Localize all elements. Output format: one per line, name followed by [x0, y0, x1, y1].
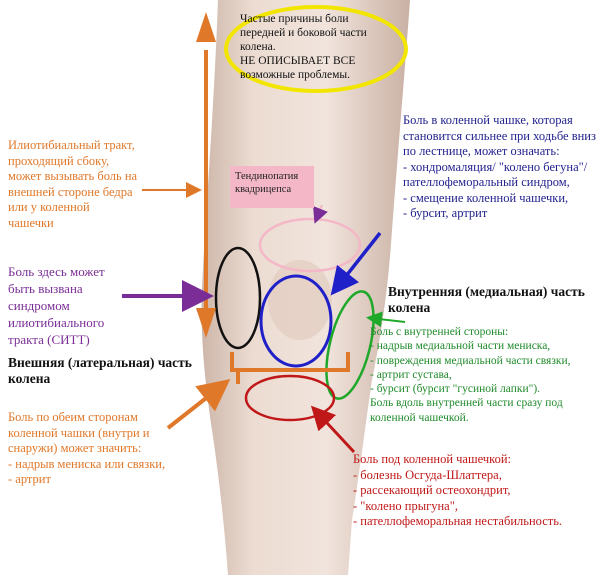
below-kneecap-label: Боль под коленной чашечкой: - болезнь Ос…: [353, 452, 563, 528]
joint-line-bar: [230, 352, 350, 372]
note-text: Частые причины боли передней и боковой ч…: [240, 13, 367, 81]
both-sides-label: Боль по обеим сторонам коленной чашки (в…: [8, 410, 166, 486]
kneecap-pain-label: Боль в коленной чашке, которая становитс…: [403, 113, 596, 220]
medial-title: Внутренняя (медиальная) часть колена: [388, 284, 585, 315]
inner-pain-label: Боль с внутренней стороны: - надрыв меди…: [370, 326, 571, 424]
quadriceps-ellipse: [258, 217, 362, 273]
itb-ellipse: [214, 246, 262, 350]
lateral-title: Внешняя (латеральная) часть колена: [8, 355, 192, 386]
itb-syndrome-label: Боль здесь может быть вызвана синдромом …: [8, 264, 105, 347]
medial-ellipse: [325, 290, 375, 400]
itb-side-label: Илиотибиальный тракт, проходящий сбоку, …: [8, 138, 138, 230]
below-kneecap-ellipse: [244, 374, 336, 422]
quadriceps-label: Тендинопатия квадрицепса: [230, 166, 314, 208]
kneecap-ellipse: [259, 274, 333, 368]
note-ellipse: [224, 5, 408, 93]
